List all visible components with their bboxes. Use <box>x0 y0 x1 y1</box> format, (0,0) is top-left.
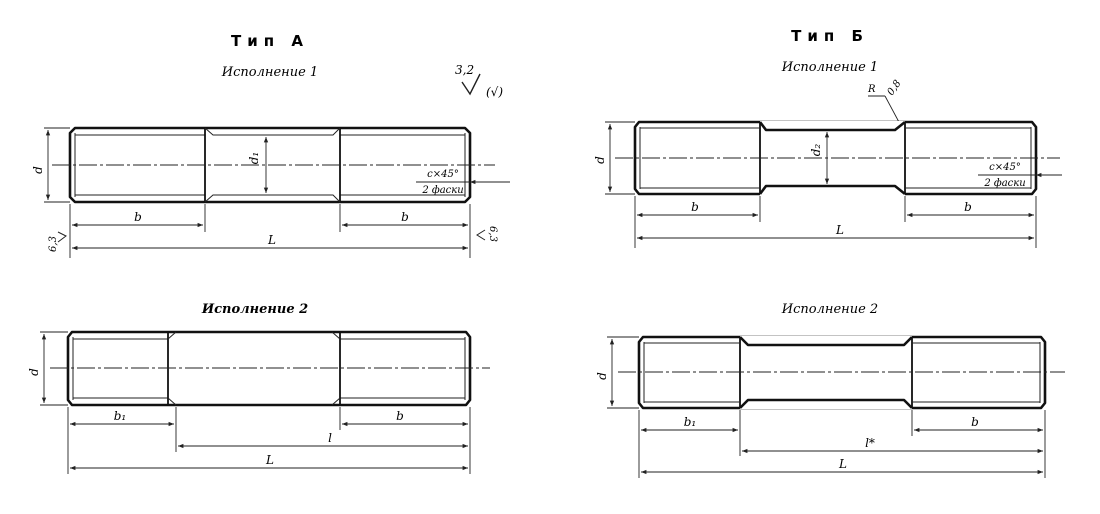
type-b-variant2-label: Исполнение 2 <box>781 302 878 317</box>
dim-d-b-v2: d <box>595 372 609 380</box>
dim-b1: b₁ <box>114 409 127 423</box>
dim-L-b: L <box>835 223 844 237</box>
dim-b-v2: b <box>396 409 404 423</box>
dim-b-b-left: b <box>691 200 699 214</box>
chamfer-note-b: 2 фаски <box>983 178 1025 189</box>
dim-b-b-v2: b <box>971 415 979 429</box>
dim-l: l <box>328 431 332 445</box>
type-a-variant2-label: Исполнение 2 <box>201 302 308 317</box>
svg-text:R: R <box>867 84 876 95</box>
chamfer-label-b: c×45° <box>989 162 1021 173</box>
type-a-variant2-stud <box>50 330 490 407</box>
svg-text:6,3: 6,3 <box>487 226 498 242</box>
type-b-title: Тип Б <box>791 27 869 45</box>
type-b-variant2-stud <box>618 335 1065 410</box>
svg-text:0,8: 0,8 <box>885 78 903 97</box>
dim-b1-b: b₁ <box>684 415 697 429</box>
dim-L-v2: L <box>265 453 274 467</box>
type-a-variant1-stud <box>52 126 495 204</box>
roughness-rest: (√) <box>486 85 503 99</box>
dim-b-left: b <box>134 210 142 224</box>
svg-text:6,3: 6,3 <box>48 236 59 252</box>
roughness-end-right: 6,3 <box>476 226 498 242</box>
dim-d2: d₂ <box>809 144 823 157</box>
dim-l-star: l* <box>865 436 875 450</box>
dim-d-label: d <box>31 166 45 174</box>
dim-b-right: b <box>401 210 409 224</box>
roughness-end-left: 6,3 <box>48 231 67 252</box>
type-b-variant1-label: Исполнение 1 <box>781 60 878 75</box>
type-a-title: Тип А <box>231 32 309 50</box>
dim-d-v2: d <box>27 368 41 376</box>
dim-d1-label: d₁ <box>247 152 261 165</box>
dim-d-b: d <box>593 156 607 164</box>
roughness-symbol: 3,2 (√) <box>455 63 503 99</box>
chamfer-note: 2 фаски <box>421 185 463 196</box>
dim-L: L <box>267 233 276 247</box>
radius-callout: R 0,8 <box>867 78 904 125</box>
dim-b-b-right: b <box>964 200 972 214</box>
type-a-variant1-label: Исполнение 1 <box>221 65 318 80</box>
dim-L-b-v2: L <box>838 457 847 471</box>
chamfer-label: c×45° <box>427 169 459 180</box>
type-b-variant1-stud <box>615 120 1060 196</box>
roughness-value: 3,2 <box>455 63 474 77</box>
